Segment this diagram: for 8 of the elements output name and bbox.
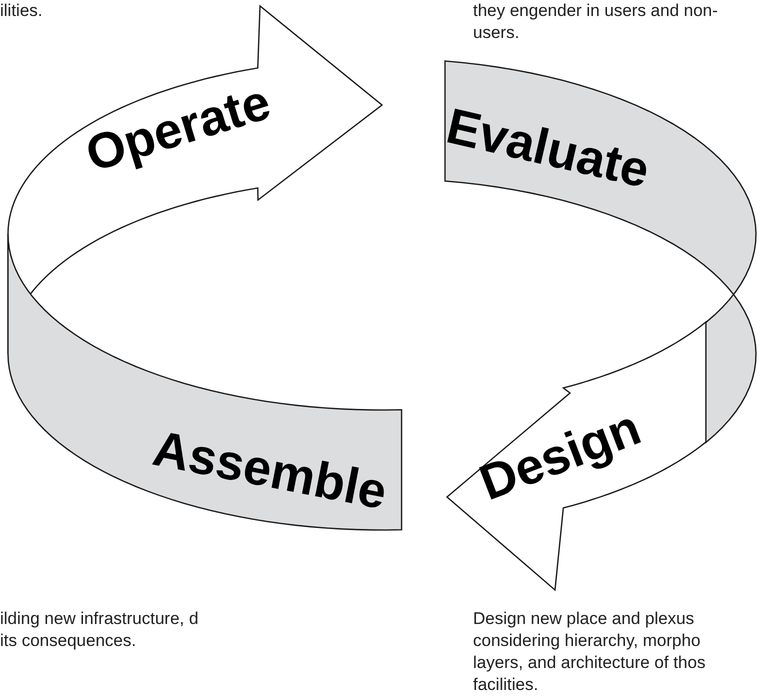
stage-label: Assemble (149, 422, 391, 518)
stage-label: Design (473, 402, 647, 508)
description-text: Design new place and plexus considering hierarchy, morpho layers, and architecture of thos facilities. (473, 608, 706, 696)
stage-label: Evaluate (442, 100, 654, 196)
stage-label: Operate (80, 76, 276, 180)
description-text: ilities. (0, 0, 44, 22)
description-text: ilding new infrastructure, d its consequences. (0, 608, 200, 652)
description-text: they engender in users and non-users. (473, 0, 719, 44)
